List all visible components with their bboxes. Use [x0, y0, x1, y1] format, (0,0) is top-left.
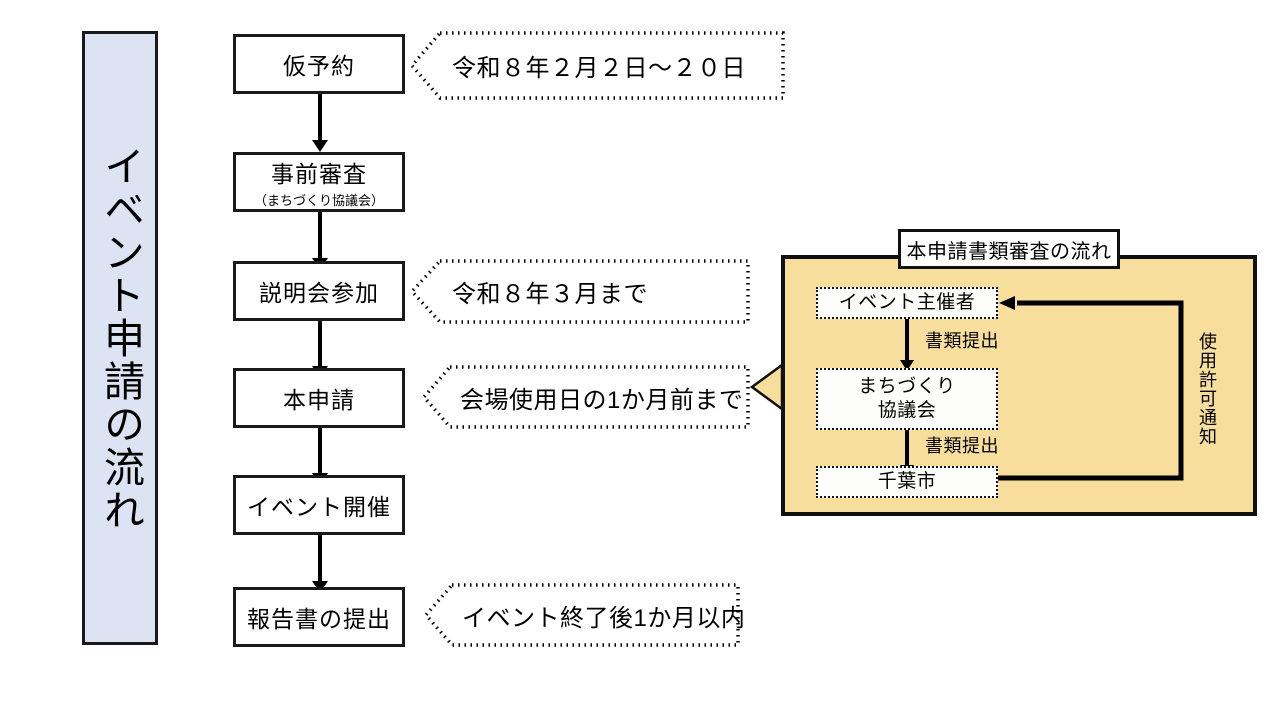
- step-main-application[interactable]: 本申請: [233, 368, 405, 428]
- arrow-step4-to-step5: [318, 428, 322, 474]
- callout-text: イベント終了後1か月以内: [462, 604, 746, 632]
- step-event-held[interactable]: イベント開催: [233, 475, 405, 535]
- step-label: 本申請: [283, 387, 355, 413]
- arrow-step2-to-step3: [318, 212, 322, 259]
- panel-pointer-icon: [750, 364, 783, 410]
- step-report-submission[interactable]: 報告書の提出: [233, 587, 405, 647]
- callout-text: 令和８年３月まで: [452, 281, 648, 308]
- arrow-organizer-to-council: [905, 319, 909, 361]
- callout-shape: [424, 583, 740, 647]
- banner-title: イベント申請の流れ: [97, 144, 144, 532]
- step-preliminary-review[interactable]: 事前審査 （まちづくり協議会）: [233, 152, 405, 212]
- callout-report-submission: イベント終了後1か月以内: [424, 583, 745, 647]
- arrow-step3-to-step4: [318, 321, 322, 367]
- callout-shape: [410, 259, 750, 324]
- node-machizukuri-council[interactable]: まちづくり 協議会: [816, 368, 998, 430]
- callout-shape: [422, 365, 750, 429]
- node-label-line2: 協議会: [877, 400, 937, 421]
- step-label: 仮予約: [283, 53, 355, 79]
- step-label: 報告書の提出: [247, 606, 391, 632]
- callout-provisional-reservation: 令和８年２月２日〜２０日: [410, 31, 785, 100]
- edge-label-permit-notice: 使用許可通知: [1197, 332, 1217, 446]
- node-label-line1: まちづくり: [858, 376, 956, 398]
- node-label: 千葉市: [877, 471, 937, 493]
- node-event-organizer[interactable]: イベント主催者: [816, 287, 998, 319]
- panel-title: 本申請書類審査の流れ: [898, 229, 1120, 269]
- callout-shape: [410, 31, 785, 100]
- step-sublabel: （まちづくり協議会）: [253, 193, 384, 208]
- step-briefing-attendance[interactable]: 説明会参加: [233, 261, 405, 321]
- step-label: 事前審査: [271, 161, 367, 187]
- edge-label-submit-2: 書類提出: [925, 436, 999, 456]
- step-label: 説明会参加: [259, 280, 379, 306]
- callout-main-application: 会場使用日の1か月前まで: [422, 365, 750, 429]
- arrow-council-to-city: [905, 430, 909, 466]
- step-provisional-reservation[interactable]: 仮予約: [233, 34, 405, 94]
- node-chiba-city[interactable]: 千葉市: [816, 466, 998, 498]
- vertical-banner: イベント申請の流れ: [82, 31, 158, 645]
- step-label: イベント開催: [247, 494, 391, 520]
- callout-text: 会場使用日の1か月前まで: [460, 386, 744, 414]
- return-path-permit-notice: [995, 296, 1184, 481]
- edge-label-submit-1: 書類提出: [925, 331, 999, 351]
- arrow-step1-to-step2: [318, 94, 322, 141]
- callout-text: 令和８年２月２日〜２０日: [452, 55, 746, 82]
- arrow-step5-to-step6: [318, 535, 322, 582]
- node-label: イベント主催者: [838, 292, 976, 314]
- callout-briefing-attendance: 令和８年３月まで: [410, 259, 750, 324]
